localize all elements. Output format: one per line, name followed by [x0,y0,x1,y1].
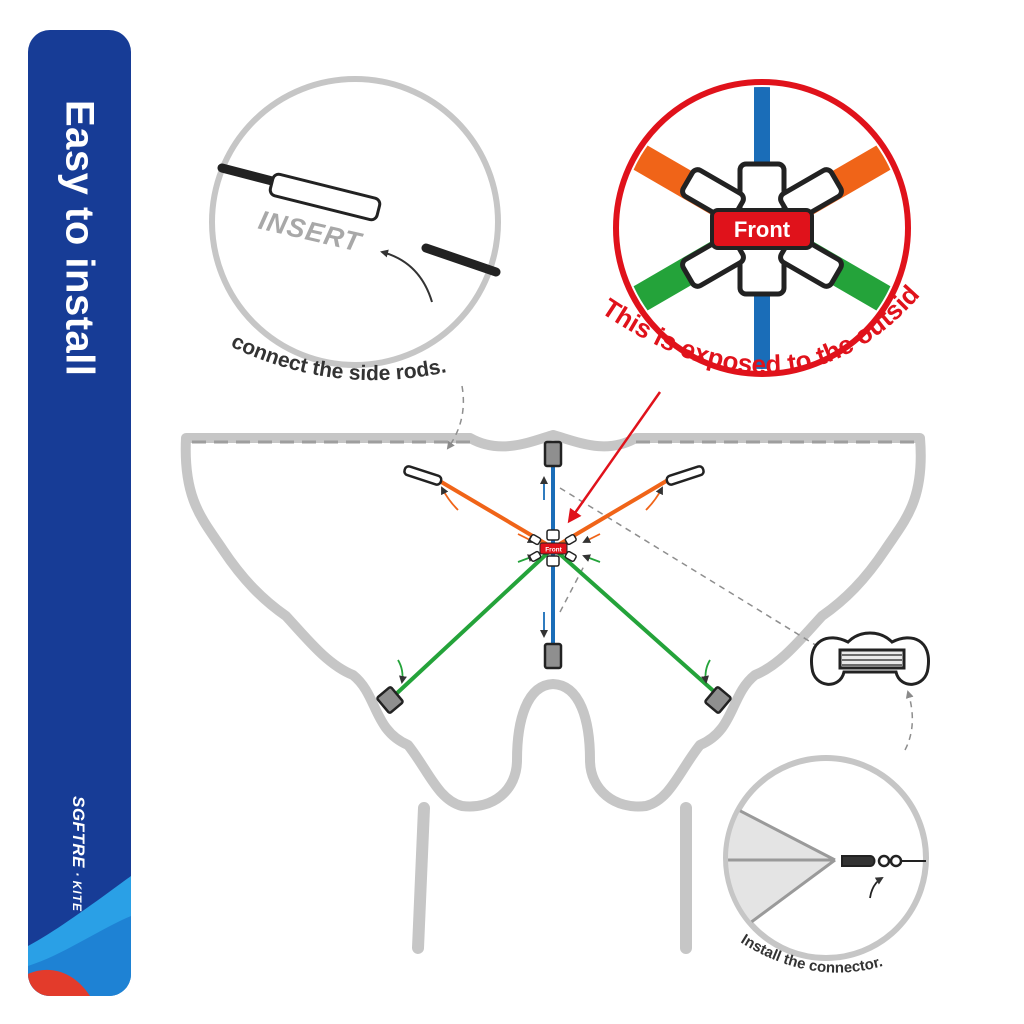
insert-callout: INSERT [209,76,501,368]
small-front-label: Front [545,547,562,554]
kite-tails [412,802,692,954]
front-detail-callout: Front [613,79,911,377]
sidebar-wave-decoration [28,876,131,996]
red-pointer-arrow [567,391,662,524]
center-connector-small: Front [529,529,577,567]
leader-lines [446,385,914,751]
direction-arrows [397,476,711,684]
spar-end-caps [376,440,732,714]
connector-callout [723,755,929,961]
sidebar-banner: Easy to install SGFTRE·KITE [28,30,131,996]
line-winder-icon [810,631,930,686]
front-label: Front [734,217,791,242]
snap-swivel-icon [841,854,926,899]
